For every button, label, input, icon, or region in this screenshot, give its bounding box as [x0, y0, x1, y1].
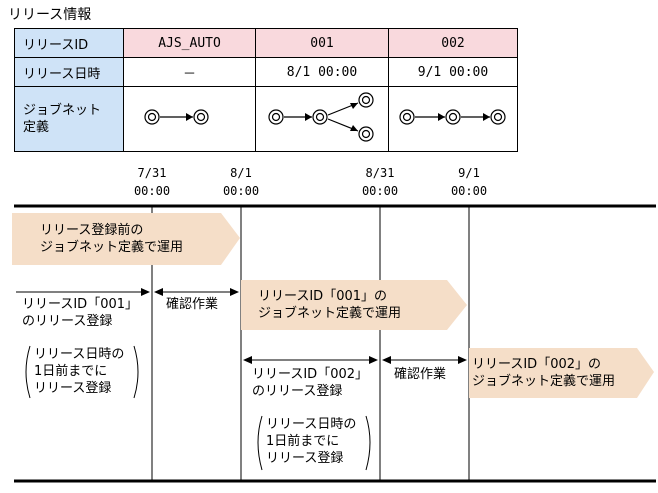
- jobnet-diagram-001: [268, 92, 374, 142]
- note-002-right-paren: [365, 415, 371, 471]
- arrow-002-use: [469, 348, 654, 398]
- note-002-left-paren: [257, 415, 263, 471]
- cell-jobnet-ajs-auto: [123, 86, 256, 152]
- tick-date: 7/31: [137, 166, 167, 180]
- tick-7-31: 7/31 00:00: [122, 164, 182, 200]
- tick-date: 8/31: [365, 166, 395, 180]
- cell-release-id-002: 002: [388, 28, 518, 58]
- label-001-use: リリースID「001」の ジョブネット定義で運用: [258, 289, 402, 321]
- table-row: リリースID AJS_AUTO 001 002: [14, 28, 518, 58]
- label-confirm-work-2: 確認作業: [394, 367, 447, 382]
- tick-time: 00:00: [133, 184, 171, 198]
- tick-date: 8/1: [230, 166, 252, 180]
- tick-9-1: 9/1 00:00: [439, 164, 499, 200]
- tick-date: 9/1: [458, 166, 480, 180]
- tick-time: 00:00: [222, 184, 260, 198]
- jobnet-diagram-ajs-auto: [144, 109, 209, 125]
- arrow-001-use: [241, 280, 467, 330]
- tick-8-1: 8/1 00:00: [211, 164, 271, 200]
- table-row: ジョブネット 定義: [14, 86, 518, 152]
- tick-8-31: 8/31 00:00: [350, 164, 410, 200]
- label-001-register: リリースID「001」 のリリース登録: [22, 297, 139, 329]
- jobnet-diagram-002: [399, 109, 506, 125]
- arrow-before-release: [12, 213, 240, 265]
- tick-time: 00:00: [450, 184, 488, 198]
- row-header-jobnet-definition: ジョブネット 定義: [14, 86, 124, 152]
- note-001-left-paren: [25, 345, 31, 399]
- cell-datetime-001: 8/1 00:00: [255, 57, 389, 87]
- label-002-register: リリースID「002」 のリリース登録: [252, 367, 369, 399]
- cell-release-id-001: 001: [255, 28, 389, 58]
- note-001: リリース日時の 1日前までに リリース登録: [34, 347, 125, 396]
- row-header-release-datetime: リリース日時: [14, 57, 124, 87]
- cell-jobnet-002: [388, 86, 518, 152]
- table-row: リリース日時 － 8/1 00:00 9/1 00:00: [14, 57, 518, 87]
- label-before-release: リリース登録前の ジョブネット定義で運用: [40, 223, 184, 255]
- note-001-right-paren: [133, 345, 139, 399]
- page-title: リリース情報: [8, 7, 92, 23]
- label-002-use: リリースID「002」の ジョブネット定義で運用: [472, 357, 616, 389]
- note-002: リリース日時の 1日前までに リリース登録: [266, 417, 357, 466]
- release-info-table: リリースID AJS_AUTO 001 002 リリース日時 － 8/1 00:…: [14, 28, 518, 152]
- cell-release-id-ajs-auto: AJS_AUTO: [123, 28, 256, 58]
- label-confirm-work-1: 確認作業: [166, 297, 219, 312]
- tick-time: 00:00: [361, 184, 399, 198]
